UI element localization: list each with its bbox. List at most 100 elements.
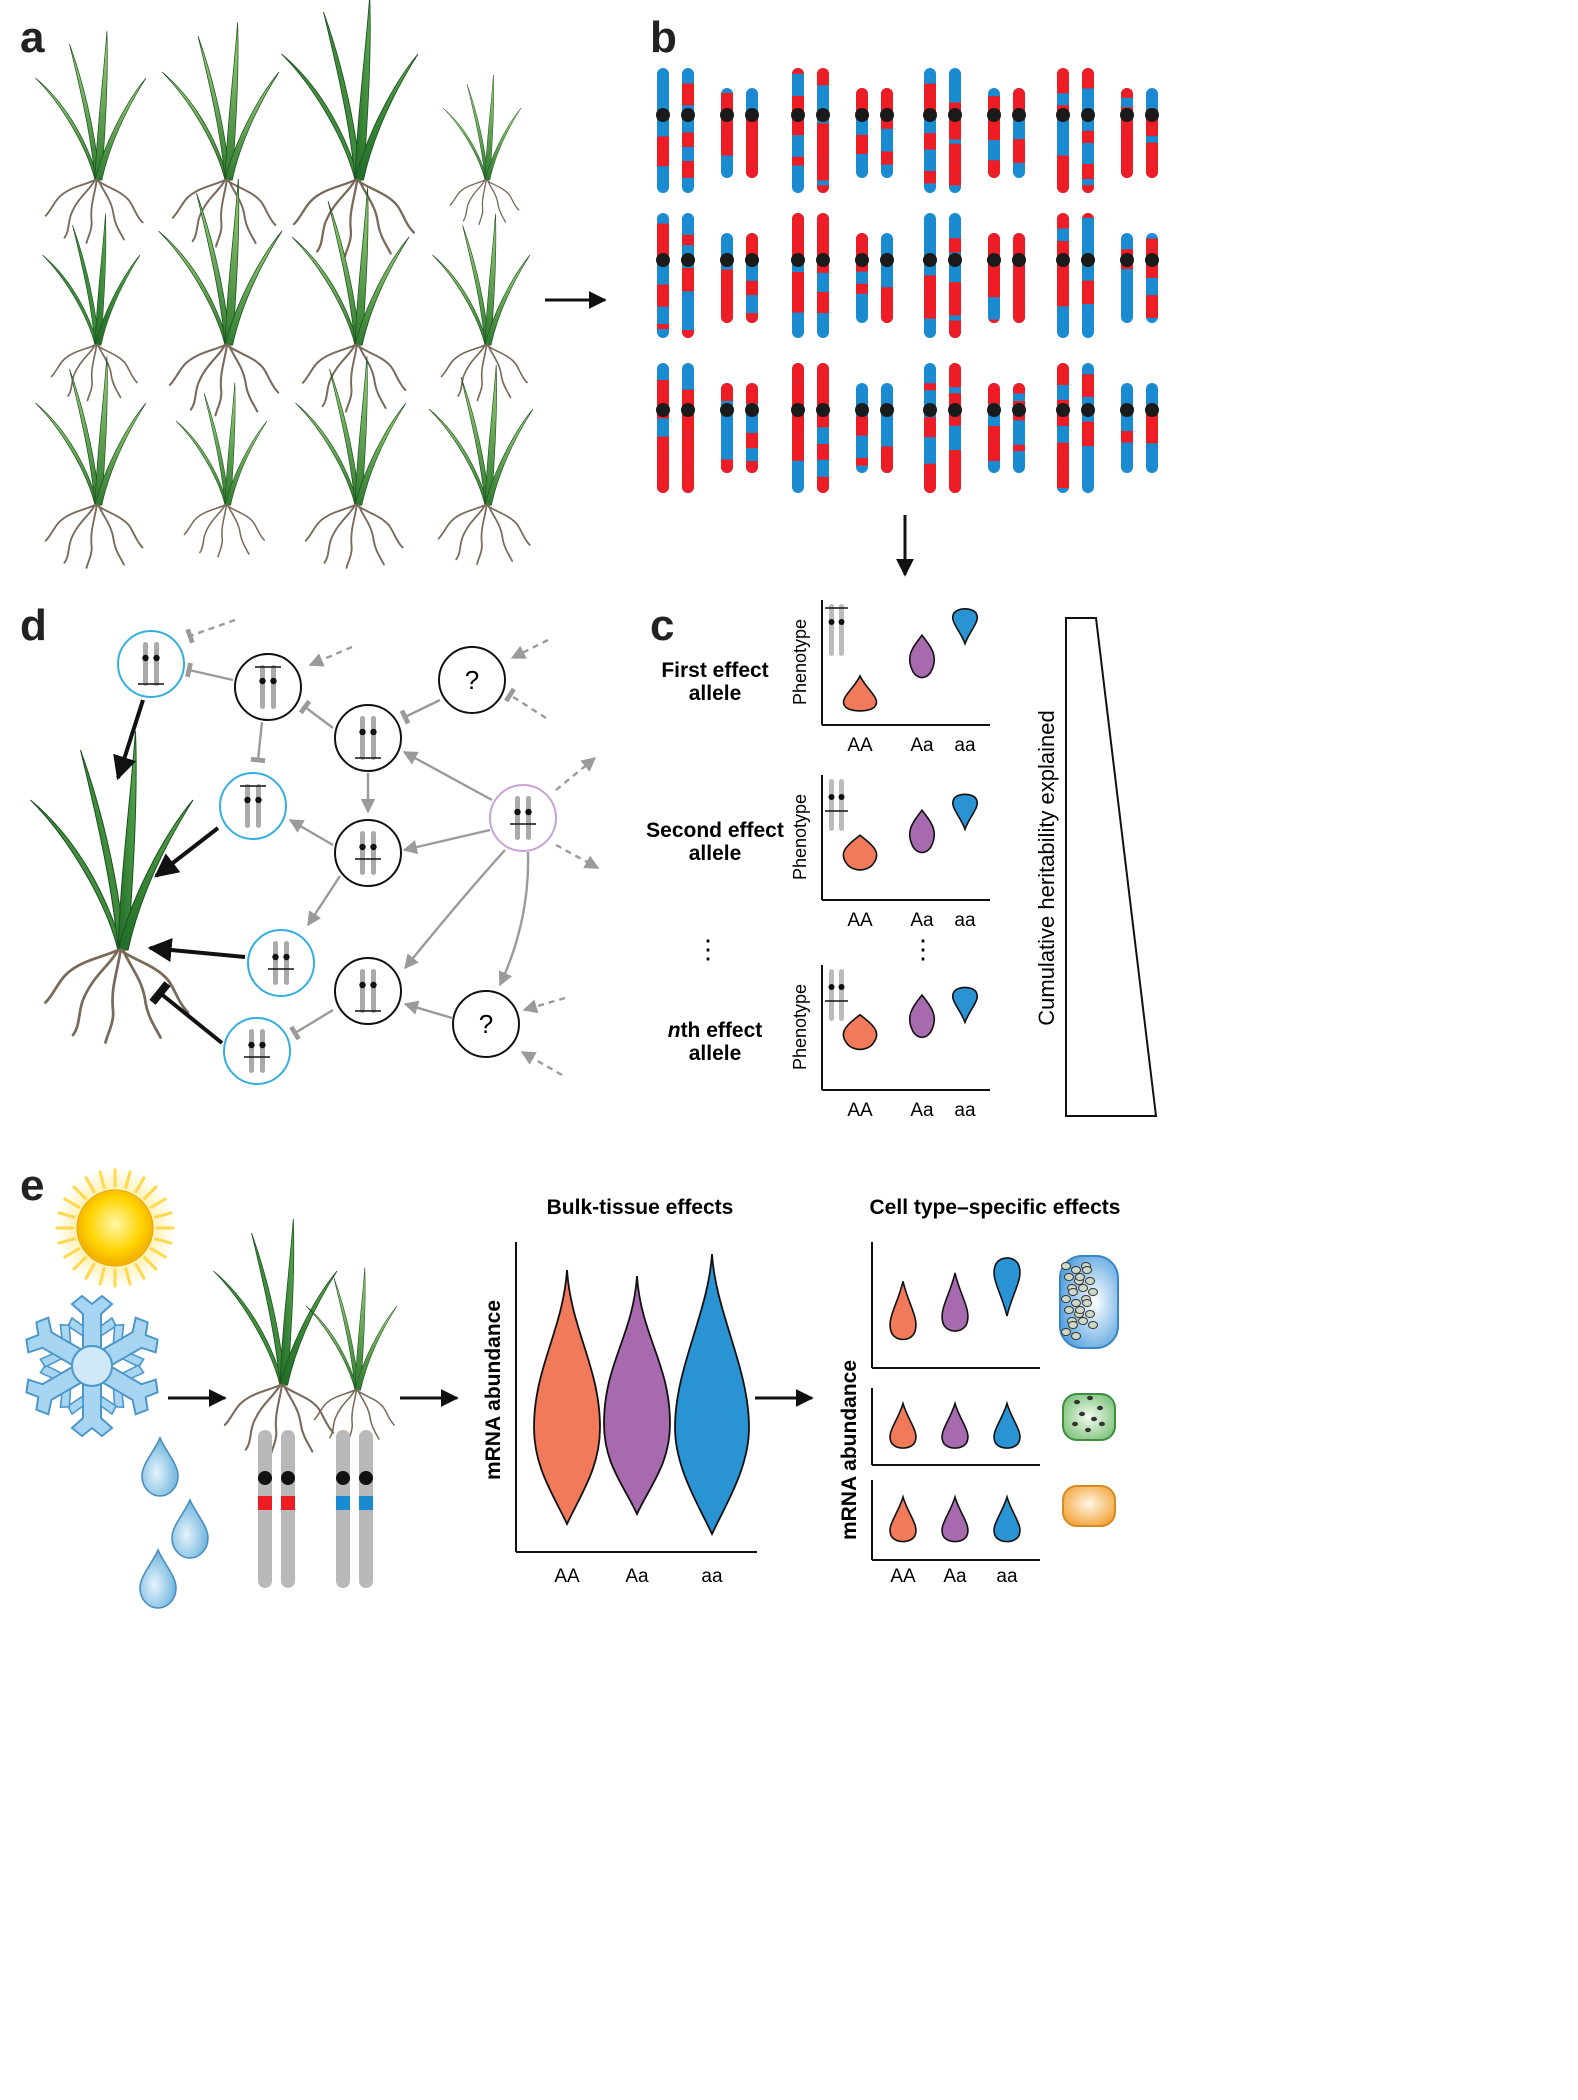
environment-expression-panel: Bulk-tissue effects Cell type–specific e… [25, 1166, 1120, 1609]
chromosome-icon [1013, 233, 1025, 323]
row3-label-line2: allele [689, 1042, 742, 1065]
chromosome-icon [825, 969, 848, 1021]
root [191, 179, 226, 243]
root [355, 1389, 395, 1426]
leaf [72, 224, 100, 346]
root [227, 179, 257, 244]
centromere [745, 403, 759, 417]
panel-letter-d: d [20, 601, 47, 650]
chromosome-icon [682, 363, 694, 493]
chromosome-icon [825, 779, 848, 831]
centromere [855, 253, 869, 267]
cell-icon [1062, 1485, 1116, 1527]
root [476, 504, 488, 566]
leaf [224, 22, 239, 181]
violin-Aa [941, 1494, 969, 1543]
violin-aa [952, 986, 978, 1025]
activation-arrow [498, 851, 530, 987]
violin-Aa [941, 1400, 969, 1449]
gene-node [334, 957, 402, 1025]
x-tick-label-AA: AA [847, 910, 873, 931]
chromosome-icon [1121, 233, 1133, 323]
chromosome-icon [1082, 213, 1094, 338]
row1-label-line2: allele [689, 682, 742, 705]
root [355, 504, 404, 549]
root [227, 343, 259, 413]
x-tick-label-aa: aa [954, 910, 976, 931]
root [97, 179, 125, 241]
leaf [432, 254, 489, 346]
root [215, 179, 228, 248]
centromere [948, 253, 962, 267]
chromosome-icon [949, 68, 961, 193]
violin-Aa [908, 808, 936, 854]
leaf [175, 420, 229, 506]
centromere [681, 108, 695, 122]
leaf [460, 376, 491, 506]
chromosome-icon [657, 68, 669, 193]
external-activation [308, 645, 353, 667]
centromere [987, 253, 1001, 267]
chromosome-icon [988, 383, 1000, 473]
leaf [158, 230, 230, 346]
leaf [197, 35, 231, 181]
chromosome-icon [988, 233, 1000, 323]
root [355, 344, 407, 391]
panel-letter-c: c [650, 601, 674, 650]
chromosome-icon [792, 213, 804, 338]
celltype-ylabel: mRNA abundance [838, 1360, 861, 1540]
x-tick-label-aa: aa [954, 735, 976, 756]
chromosome-icon [721, 383, 733, 473]
inhibition-edge [250, 721, 266, 764]
leaf [30, 799, 124, 951]
root [282, 1383, 314, 1453]
chromosome-icon [792, 68, 804, 193]
root [355, 178, 415, 234]
root [189, 343, 227, 411]
leaf [291, 236, 360, 346]
root [223, 1383, 282, 1426]
leaf [94, 213, 107, 346]
violin-Aa [941, 1272, 969, 1332]
chromosome-icon [657, 363, 669, 493]
root [449, 179, 486, 206]
x-tick-label-AA: AA [890, 1566, 916, 1587]
gene-node [334, 704, 402, 772]
leaf [279, 1270, 338, 1386]
leaf [213, 1270, 285, 1386]
centromere [880, 403, 894, 417]
root [329, 1389, 356, 1439]
root [63, 504, 96, 564]
chromosome-icon [817, 363, 829, 493]
x-tick-label-aa: aa [996, 1566, 1018, 1587]
centromere [720, 253, 734, 267]
leaf [484, 254, 531, 346]
root [104, 948, 122, 1044]
leaf [35, 402, 99, 506]
heritability-wedge [1065, 617, 1158, 1117]
gene-node [334, 819, 402, 887]
centromere [1056, 108, 1070, 122]
activation-arrow [402, 828, 491, 855]
leaf [224, 420, 268, 506]
centromere [1120, 403, 1134, 417]
root [345, 344, 358, 413]
activation-arrow [402, 750, 493, 802]
chromosome-icon [817, 68, 829, 193]
bulk-title: Bulk-tissue effects [547, 1196, 734, 1219]
chromosome-icon [924, 363, 936, 493]
violin-aa [674, 1253, 750, 1537]
violin-AA [533, 1269, 601, 1527]
leaf [354, 236, 410, 346]
leaf [323, 11, 362, 181]
gene-network: ?? [30, 618, 600, 1085]
leaf [484, 408, 534, 506]
violin-Aa [603, 1275, 671, 1517]
centromere [923, 253, 937, 267]
chromosome-icon [258, 1430, 272, 1588]
centromere [923, 403, 937, 417]
root [95, 504, 144, 549]
water-drop-icon [139, 1547, 177, 1609]
unknown-label: ? [465, 665, 479, 695]
